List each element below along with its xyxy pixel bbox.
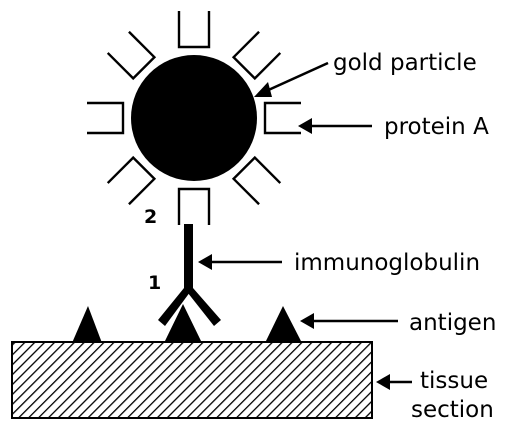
protein-a-top-right (234, 32, 281, 79)
gold-particle (131, 55, 257, 181)
protein-a-top (179, 11, 209, 47)
label-immunoglobulin: immunoglobulin (294, 250, 480, 276)
protein-a-bottom-left (108, 158, 155, 205)
protein-a-bottom-right (234, 158, 281, 205)
tissue-section (12, 342, 372, 418)
protein-a-right (265, 103, 301, 133)
arrow-immunoglobulin (198, 254, 282, 270)
antigen-left (72, 306, 102, 343)
protein-a-top-left (108, 32, 155, 79)
label-tissue: tissue (420, 368, 488, 394)
arrow-antigen (300, 313, 398, 329)
antigen-right (265, 306, 302, 343)
label-section: section (411, 397, 494, 422)
protein-a-left (87, 103, 123, 133)
protein-a-bottom (179, 189, 209, 225)
arrow-protein-a (298, 118, 372, 134)
label-gold-particle: gold particle (333, 50, 477, 76)
binding-site-2-label: 2 (144, 206, 157, 228)
label-antigen: antigen (409, 310, 496, 336)
label-protein-a: protein A (384, 114, 489, 140)
binding-site-1-label: 1 (148, 272, 161, 294)
immunoglobulin-molecule (158, 224, 221, 326)
arrow-tissue-section (376, 374, 412, 390)
